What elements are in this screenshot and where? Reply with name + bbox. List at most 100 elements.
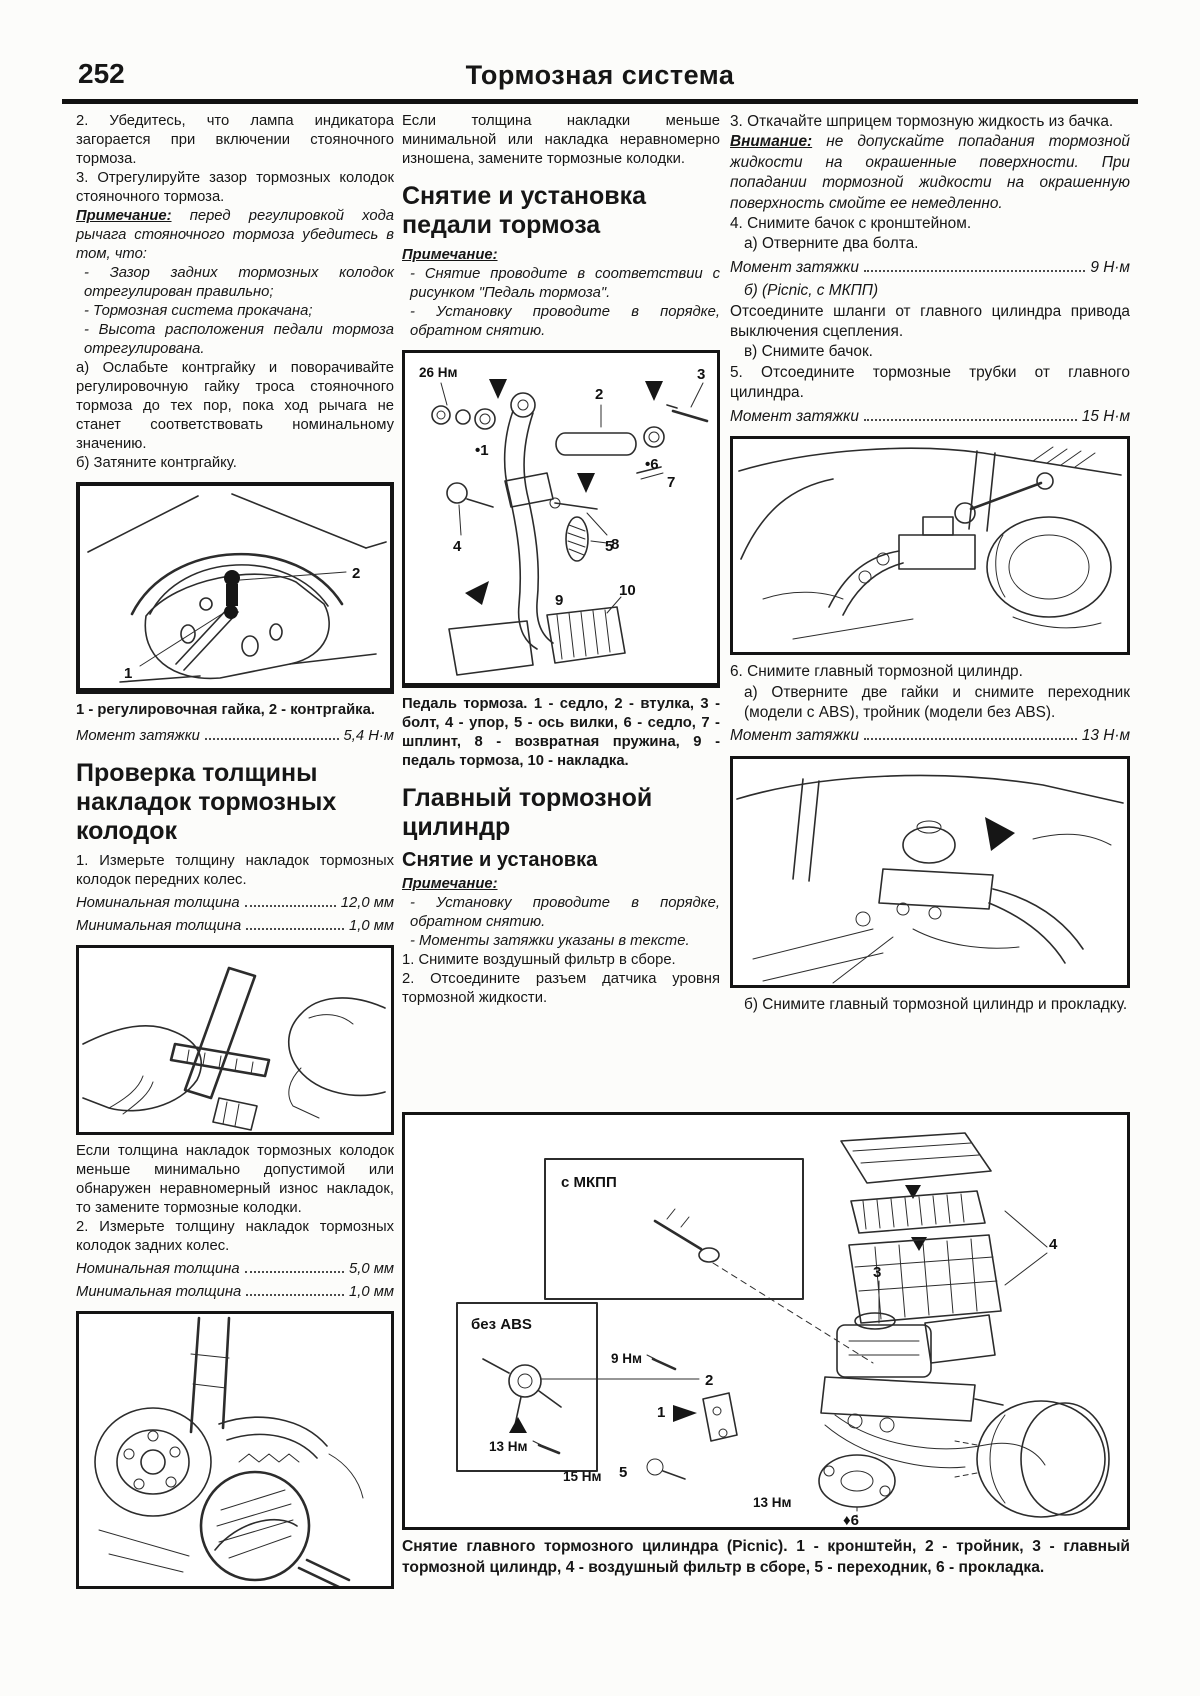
note-item: - Тормозная система прокачана; xyxy=(84,303,313,319)
figure-brake-lines-removal xyxy=(730,436,1130,656)
note-item: - Установку проводите в порядке, обратно… xyxy=(410,895,720,930)
drawing-lines xyxy=(82,966,386,1131)
torque-13nm-left: 13 Нм xyxy=(489,1439,528,1454)
callout-4: 4 xyxy=(453,538,462,555)
bottom-figure-block: с МКПП без ABS 2 3 4 1 5 ♦6 9 Нм 13 Нм 1… xyxy=(402,1112,1130,1578)
step-paragraph: 3. Отрегулируйте зазор тормозных колодок… xyxy=(76,170,394,205)
drawing-lines xyxy=(431,379,709,676)
figure-rear-drum-inspection xyxy=(76,1311,394,1589)
substep-paragraph: а) Ослабьте контргайку и поворачивайте р… xyxy=(76,360,394,452)
figure-caption: 1 - регулировочная гайка, 2 - контргайка… xyxy=(76,702,375,718)
spec-value: 12,0 мм xyxy=(340,895,394,911)
substep-paragraph: в) Снимите бачок. xyxy=(744,343,873,361)
callout-7: 7 xyxy=(667,474,675,491)
drawing-lines xyxy=(87,493,387,683)
callout-10: 10 xyxy=(619,582,636,599)
spec-line: Номинальная толщина 12,0 мм xyxy=(76,893,394,913)
callout-4: 4 xyxy=(1049,1236,1058,1253)
parking-brake-adjuster-drawing: 2 1 xyxy=(87,493,387,683)
drawing-lines xyxy=(94,1316,364,1586)
dotted-leader xyxy=(244,1259,345,1273)
dotted-leader xyxy=(863,407,1077,421)
spec-line: Минимальная толщина 1,0 мм xyxy=(76,1282,394,1302)
callout-1: 1 xyxy=(657,1404,665,1421)
spec-value: 1,0 мм xyxy=(349,918,394,934)
step-paragraph: 2. Измерьте толщину накладок тормозных к… xyxy=(76,1219,394,1254)
torque-spec: Момент затяжки 15 Н·м xyxy=(730,407,1130,427)
master-cylinder-exploded-drawing: с МКПП без ABS 2 3 4 1 5 ♦6 9 Нм 13 Нм 1… xyxy=(456,1132,1110,1527)
down-arrow-icon xyxy=(645,381,663,401)
subsection-heading: Снятие и установка xyxy=(402,849,598,871)
note-text: перед регулировкой хода рычага стояночно… xyxy=(76,208,394,262)
spec-label: Номинальная толщина xyxy=(76,895,240,911)
callout-5: 5 xyxy=(619,1464,627,1481)
spec-label: Момент затяжки xyxy=(730,258,859,276)
torque-13nm-right: 13 Нм xyxy=(753,1495,792,1510)
drawing-lines xyxy=(736,774,1124,984)
torque-15nm: 15 Нм xyxy=(563,1469,602,1484)
note-item: - Установку проводите в порядке, обратно… xyxy=(410,304,720,339)
body-paragraph: Если толщина накладки меньше минимальной… xyxy=(402,113,720,167)
spec-label: Минимальная толщина xyxy=(76,918,242,934)
warning-text: не допускайте попадания тормозной жидкос… xyxy=(730,133,1130,212)
inset-label-no-abs: без ABS xyxy=(471,1316,532,1333)
spec-value: 15 Н·м xyxy=(1081,407,1130,425)
middle-column: Если толщина накладки меньше минимальной… xyxy=(402,112,720,1008)
callout-6: ♦6 xyxy=(843,1512,859,1527)
callout-1: 1 xyxy=(124,665,132,682)
dotted-leader xyxy=(244,893,336,907)
note-paragraph: Примечание: xyxy=(402,246,720,265)
drawing-lines xyxy=(456,1132,1110,1518)
spec-label: Момент затяжки xyxy=(730,727,859,745)
callout-1: •1 xyxy=(475,442,489,459)
section-heading-pad-thickness: Проверка толщины накладок тормозных коло… xyxy=(76,759,337,845)
step-paragraph: 1. Снимите воздушный фильтр в сборе. xyxy=(402,952,676,968)
dotted-leader xyxy=(863,726,1077,741)
torque-spec: Момент затяжки 9 Н·м xyxy=(730,258,1130,278)
note-paragraph: Примечание: xyxy=(402,875,720,894)
measuring-pad-drawing xyxy=(82,966,386,1131)
step-paragraph: 2. Убедитесь, что лампа индикатора загор… xyxy=(76,113,394,167)
dotted-leader xyxy=(204,726,339,740)
note-label: Примечание: xyxy=(402,247,498,263)
figure-master-cylinder-exploded: с МКПП без ABS 2 3 4 1 5 ♦6 9 Нм 13 Нм 1… xyxy=(402,1112,1130,1530)
pointer-arrow-icon xyxy=(673,1405,697,1422)
up-arrow-icon xyxy=(509,1417,527,1433)
spec-label: Момент затяжки xyxy=(730,407,859,425)
warning-label: Внимание: xyxy=(730,133,813,151)
substep-paragraph: б) Затяните контргайку. xyxy=(76,455,237,471)
figure-master-cylinder-removal xyxy=(730,755,1130,988)
callout-9: 9 xyxy=(555,592,563,609)
figure-parking-brake-adjuster: 2 1 xyxy=(76,482,394,694)
note-item: - Снятие проводите в соответствии с рису… xyxy=(410,266,720,301)
torque-spec: Момент затяжки 5,4 Н·м xyxy=(76,726,394,746)
callout-2: 2 xyxy=(352,565,360,582)
body-paragraph: Отсоедините шланги от главного цилиндра … xyxy=(730,302,1130,341)
figure-measuring-pad xyxy=(76,945,394,1135)
step-paragraph: 3. Откачайте шприцем тормозную жидкость … xyxy=(730,113,1114,130)
substep-paragraph: б) Снимите главный тормозной цилиндр и п… xyxy=(744,995,1128,1013)
note-paragraph: Примечание: перед регулировкой хода рыча… xyxy=(76,207,394,264)
callout-2: 2 xyxy=(595,386,603,403)
pointer-arrow-icon xyxy=(465,581,489,605)
body-paragraph: Если толщина накладок тормозных колодок … xyxy=(76,1143,394,1216)
right-column: 3. Откачайте шприцем тормозную жидкость … xyxy=(730,112,1130,1015)
pedal-exploded-drawing: 26 Нм •1 2 3 4 5 •6 7 8 9 10 xyxy=(419,365,709,676)
callout-5: 5 xyxy=(605,538,613,555)
left-column: 2. Убедитесь, что лампа индикатора загор… xyxy=(76,112,394,1596)
page-title: Тормозная система xyxy=(465,60,735,90)
step-paragraph: 4. Снимите бачок с кронштейном. xyxy=(730,215,972,233)
callout-2: 2 xyxy=(705,1372,713,1389)
step-paragraph: 5. Отсоедините тормозные трубки от главн… xyxy=(730,363,1130,402)
substep-paragraph: а) Отверните два болта. xyxy=(744,235,919,253)
down-arrow-icon xyxy=(905,1185,921,1199)
note-label: Примечание: xyxy=(402,876,498,892)
down-arrow-icon xyxy=(489,379,507,399)
bottom-figure-caption: Снятие главного тормозного цилиндра (Pic… xyxy=(402,1538,1130,1576)
dotted-leader xyxy=(246,1282,345,1296)
rear-drum-drawing xyxy=(94,1316,364,1586)
spec-label: Минимальная толщина xyxy=(76,1284,242,1300)
spec-line: Номинальная толщина 5,0 мм xyxy=(76,1259,394,1279)
step-paragraph: 6. Снимите главный тормозной цилиндр. xyxy=(730,663,1023,681)
